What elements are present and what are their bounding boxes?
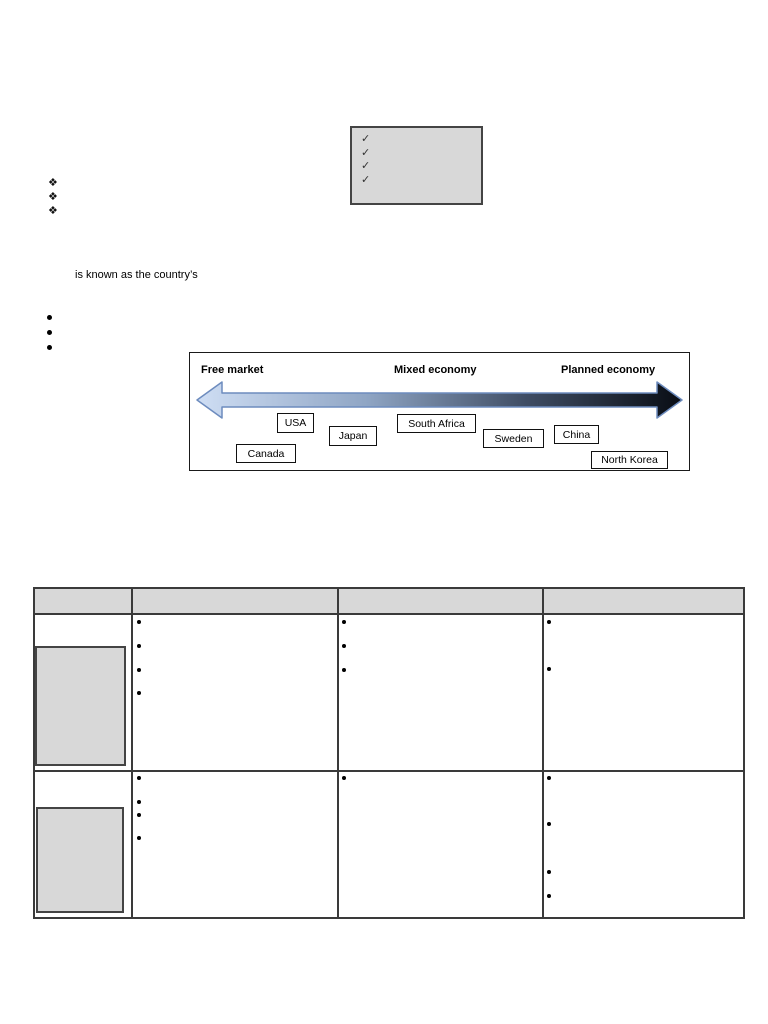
mixed-economy-label: Mixed economy: [394, 364, 477, 376]
row1-gray-box: [35, 646, 126, 766]
country-label: Canada: [247, 447, 285, 460]
country-label: North Korea: [601, 454, 658, 466]
table-header-cell: [35, 589, 131, 613]
checkmark-icon: ✓: [361, 133, 371, 145]
country-label: South Africa: [408, 417, 465, 430]
checkmark-icon: ✓: [361, 160, 371, 173]
bullet-icon: [47, 315, 52, 320]
checkmark-icon: ✓: [361, 174, 371, 187]
bullet-icon: [47, 330, 52, 335]
diamond-bullet-icon: ❖: [48, 205, 58, 217]
bullet-icon: [47, 345, 52, 350]
spectrum-arrow-icon: [196, 381, 683, 419]
checkmark-icon: ✓: [361, 146, 371, 159]
diamond-bullet-icon: ❖: [48, 191, 58, 203]
economic-spectrum-diagram: Free market Mixed economy Planned econom…: [189, 352, 690, 471]
column-divider: [131, 589, 133, 917]
bullet-icon: [547, 620, 551, 624]
country-label: Sweden: [494, 432, 533, 445]
bullet-icon: [342, 668, 346, 672]
checklist-panel: ✓ ✓ ✓ ✓: [350, 126, 483, 205]
bullet-icon: [137, 800, 141, 804]
bullet-icon: [547, 894, 551, 898]
country-box-north-korea: North Korea: [591, 451, 668, 469]
free-market-label: Free market: [201, 364, 264, 376]
bullet-icon: [342, 644, 346, 648]
bullet-icon: [137, 620, 141, 624]
bullet-icon: [547, 667, 551, 671]
bullet-icon: [137, 813, 141, 817]
country-label: Japan: [338, 430, 368, 442]
bullet-icon: [137, 776, 141, 780]
column-divider: [337, 589, 339, 917]
row-divider: [35, 770, 743, 772]
country-box-sweden: Sweden: [483, 429, 544, 448]
bullet-icon: [137, 691, 141, 695]
country-box-china: China: [554, 425, 599, 444]
bullet-icon: [547, 822, 551, 826]
diamond-bullet-icon: ❖: [48, 177, 58, 189]
table-header-cell: [544, 589, 743, 613]
planned-economy-label: Planned economy: [561, 364, 656, 376]
column-divider: [542, 589, 544, 917]
row2-gray-box: [36, 807, 124, 913]
bullet-icon: [137, 836, 141, 840]
country-label: USA: [284, 417, 307, 429]
country-box-usa: USA: [277, 413, 314, 433]
bullet-icon: [137, 668, 141, 672]
diamond-bullet-list: ❖ ❖ ❖: [48, 176, 58, 218]
comparison-table: [33, 587, 745, 919]
bullet-icon: [547, 870, 551, 874]
table-header-cell: [339, 589, 542, 613]
country-box-south-africa: South Africa: [397, 414, 476, 433]
table-header-row: [35, 589, 743, 615]
country-label: China: [562, 428, 591, 441]
bullet-icon: [137, 644, 141, 648]
country-box-japan: Japan: [329, 426, 377, 446]
bullet-icon: [547, 776, 551, 780]
bullet-icon: [342, 776, 346, 780]
checklist-marks: ✓ ✓ ✓ ✓: [361, 133, 370, 188]
table-header-cell: [133, 589, 337, 613]
bullet-icon: [342, 620, 346, 624]
country-box-canada: Canada: [236, 444, 296, 463]
known-as-text: is known as the country’s: [75, 269, 198, 281]
